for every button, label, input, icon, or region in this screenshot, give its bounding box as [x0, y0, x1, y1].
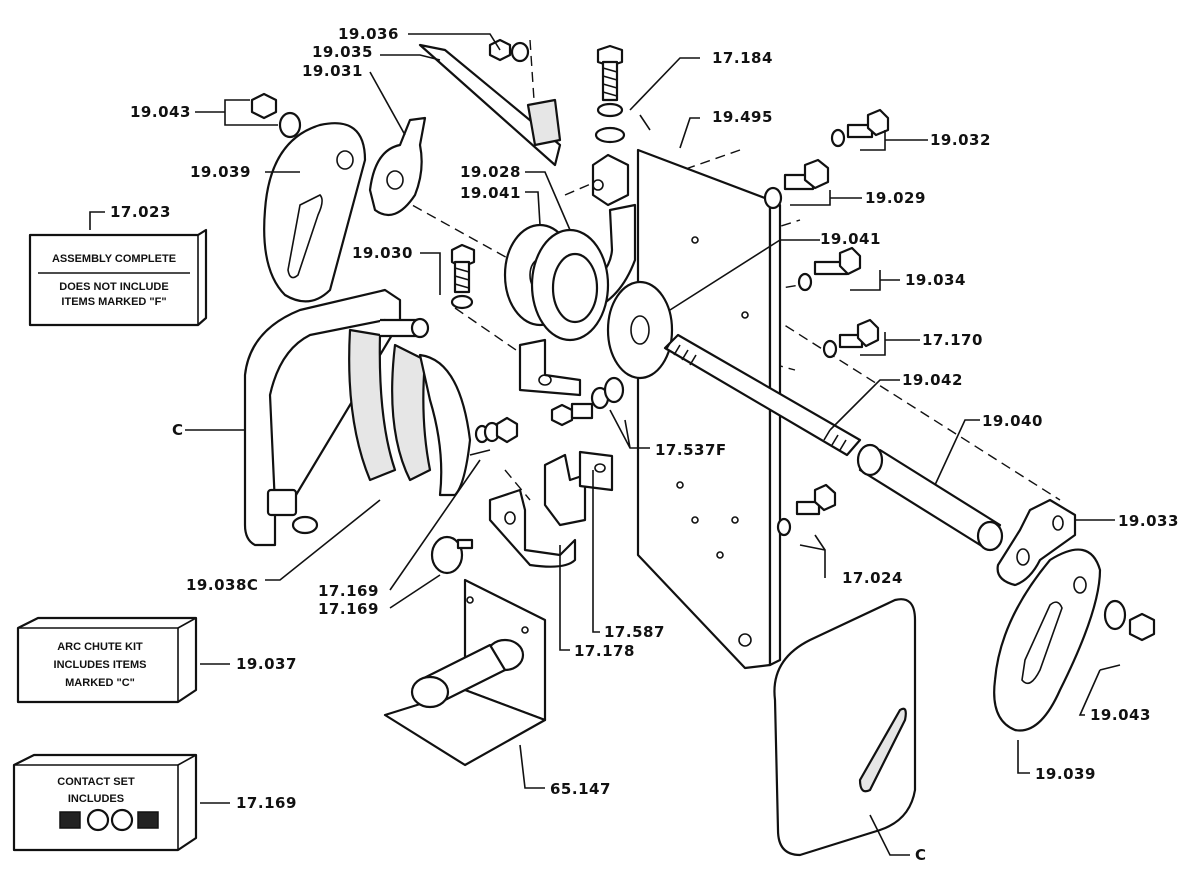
label-19036: 19.036: [338, 25, 399, 43]
bolt-19030: [450, 243, 476, 310]
leader-lines: [89, 33, 1121, 856]
label-17184: 17.184: [712, 49, 773, 67]
label-19041-right: 19.041: [820, 230, 881, 248]
label-19495: 19.495: [712, 108, 773, 126]
assembly-line3: ITEMS MARKED "F": [61, 296, 166, 308]
label-19034: 19.034: [905, 271, 966, 289]
hardware-top-left: [250, 38, 530, 139]
arc-chute-line1: ARC CHUTE KIT: [57, 641, 143, 653]
box-arc-chute-kit: ARC CHUTE KIT INCLUDES ITEMS MARKED "C": [16, 616, 198, 704]
contact-assembly: [503, 203, 674, 380]
label-19032: 19.032: [930, 131, 991, 149]
label-19043-top: 19.043: [130, 103, 191, 121]
bracket-19031: [368, 116, 427, 217]
bracket-19033: [996, 498, 1077, 587]
label-19037: 19.037: [236, 655, 297, 673]
hardware-17169: [430, 416, 519, 575]
contact-set-parts-icon: [59, 808, 159, 832]
label-17169-lower: 17.169: [318, 600, 379, 618]
label-19035: 19.035: [312, 43, 373, 61]
sleeve-19040: [856, 443, 1004, 552]
blade-19035: [418, 43, 562, 167]
label-19030: 19.030: [352, 244, 413, 262]
label-17024: 17.024: [842, 569, 903, 587]
label-c-left: C: [172, 421, 184, 439]
slotted-link-right: [993, 548, 1156, 732]
part-number-labels: 19.036 19.035 19.031 17.184 19.043 19.49…: [110, 25, 1179, 864]
arc-chute-line2: INCLUDES ITEMS: [54, 659, 147, 671]
assembly-line1: ASSEMBLY COMPLETE: [52, 253, 176, 265]
label-19043-bottom: 19.043: [1090, 706, 1151, 724]
label-65147: 65.147: [550, 780, 611, 798]
label-c-right: C: [915, 846, 927, 864]
assembly-line2: DOES NOT INCLUDE: [59, 281, 168, 293]
back-plate: [636, 148, 782, 670]
label-19039-right: 19.039: [1035, 765, 1096, 783]
label-19038C: 19.038C: [186, 576, 258, 594]
box-contact-set: CONTACT SET INCLUDES: [12, 753, 198, 852]
contact-brackets: [488, 450, 614, 568]
label-17178: 17.178: [574, 642, 635, 660]
arc-chute-right: [773, 598, 917, 857]
threaded-rod-19042: [663, 333, 862, 457]
bracket-65147: [383, 578, 547, 767]
label-17587: 17.587: [604, 623, 665, 641]
arc-chute-line3: MARKED "C": [65, 677, 135, 689]
label-17169-box: 17.169: [236, 794, 297, 812]
label-19040: 19.040: [982, 412, 1043, 430]
label-19041-top: 19.041: [460, 184, 521, 202]
label-17170: 17.170: [922, 331, 983, 349]
hardware-right: [763, 108, 890, 537]
label-19033: 19.033: [1118, 512, 1179, 530]
arc-chute-left: [243, 288, 472, 547]
slotted-link-left: [263, 122, 367, 303]
label-17169-upper: 17.169: [318, 582, 379, 600]
label-19042: 19.042: [902, 371, 963, 389]
contact-set-line1: CONTACT SET: [57, 776, 135, 788]
label-19031: 19.031: [302, 62, 363, 80]
label-19039-left: 19.039: [190, 163, 251, 181]
bolt-17184: [591, 44, 630, 207]
label-19029: 19.029: [865, 189, 926, 207]
screw-17537F: [550, 376, 625, 427]
label-17023: 17.023: [110, 203, 171, 221]
label-19028: 19.028: [460, 163, 521, 181]
contact-set-line2: INCLUDES: [68, 793, 124, 805]
bracket-middle: [518, 338, 582, 397]
label-17537F: 17.537F: [655, 441, 727, 459]
box-assembly-complete: ASSEMBLY COMPLETE DOES NOT INCLUDE ITEMS…: [28, 228, 208, 327]
